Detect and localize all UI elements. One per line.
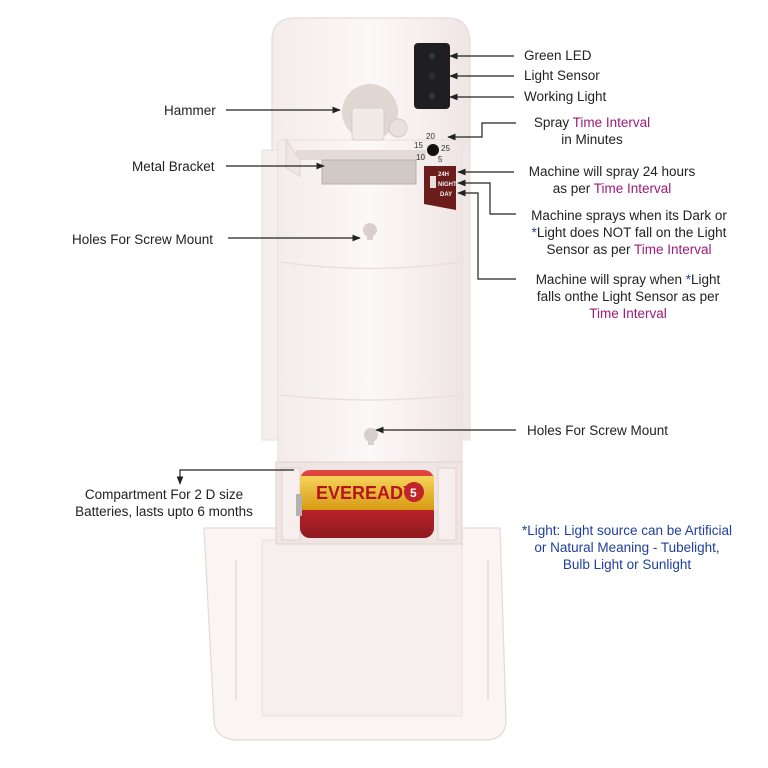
battery-badge: 5	[410, 486, 417, 500]
battery-brand: EVEREADY	[316, 483, 415, 503]
label-green-led: Green LED	[524, 48, 592, 63]
label-holes-lower: Holes For Screw Mount	[527, 423, 669, 438]
compartment-line2: Batteries, lasts upto 6 months	[75, 504, 253, 519]
label-compartment: Compartment For 2 D size Batteries, last…	[64, 486, 264, 520]
switch-label-24h: 24H	[438, 172, 449, 178]
arrow-mode-day	[457, 189, 516, 280]
time-interval-dial[interactable]: 20 15 25 10 5	[414, 132, 450, 164]
label-mode-night: Machine sprays when its Dark or *Light d…	[522, 207, 736, 258]
mode-24h-line1: Machine will spray 24 hours	[528, 164, 696, 179]
dial-label-10: 10	[416, 153, 425, 162]
label-metal-bracket: Metal Bracket	[132, 159, 215, 174]
compartment-line1: Compartment For 2 D size	[84, 487, 244, 502]
spray-interval-line2: in Minutes	[561, 132, 623, 147]
label-hammer: Hammer	[164, 103, 216, 118]
hammer-icon	[342, 84, 408, 141]
battery-icon: EVEREADY 5	[296, 470, 434, 538]
footnote-line2: or Natural Meaning - Tubelight,	[534, 540, 720, 555]
arrow-mode-night	[457, 179, 516, 215]
switch-label-night: NIGHT	[438, 182, 457, 188]
footnote-line1: *Light: Light source can be Artificial	[521, 523, 733, 538]
mode-night-line1: Machine sprays when its Dark or	[531, 208, 727, 223]
label-mode-24h: Machine will spray 24 hours as per Time …	[518, 163, 706, 197]
arrow-compartment	[176, 469, 294, 485]
dial-label-15: 15	[414, 141, 423, 150]
label-spray-interval: Spray Time Interval in Minutes	[522, 114, 662, 148]
screw-hole-upper	[363, 223, 377, 240]
working-light-icon	[429, 93, 435, 99]
mode-day-line1: Machine will spray when *Light	[535, 272, 721, 287]
switch-label-day: DAY	[440, 192, 452, 198]
dial-label-25: 25	[441, 144, 450, 153]
light-sensor-icon	[428, 72, 436, 80]
footnote-line3: Bulb Light or Sunlight	[562, 557, 692, 572]
metal-bracket	[285, 138, 426, 185]
mode-day-line2: falls onthe Light Sensor as per	[536, 289, 720, 304]
dispenser-body	[203, 17, 507, 741]
label-mode-day: Machine will spray when *Light falls ont…	[522, 271, 734, 322]
dial-label-5: 5	[438, 155, 443, 164]
mode-switch[interactable]: 24H NIGHT DAY	[424, 166, 457, 210]
leader-lines	[176, 52, 516, 485]
mode-day-line3: Time Interval	[589, 306, 667, 321]
label-holes-upper: Holes For Screw Mount	[72, 232, 214, 247]
label-light-sensor: Light Sensor	[524, 68, 600, 83]
mode-night-line3: Sensor as per Time Interval	[546, 242, 712, 257]
green-led-icon	[429, 53, 435, 59]
mode-24h-line2: as per Time Interval	[552, 181, 672, 196]
footnote-light: *Light: Light source can be Artificial o…	[505, 522, 749, 573]
arrow-spray-interval	[447, 122, 516, 141]
dial-label-20: 20	[426, 132, 435, 141]
mode-night-line2: *Light does NOT fall on the Light	[531, 225, 727, 240]
label-working-light: Working Light	[524, 89, 607, 104]
spray-interval-line1: Spray Time Interval	[533, 115, 651, 130]
screw-hole-lower	[364, 428, 378, 445]
